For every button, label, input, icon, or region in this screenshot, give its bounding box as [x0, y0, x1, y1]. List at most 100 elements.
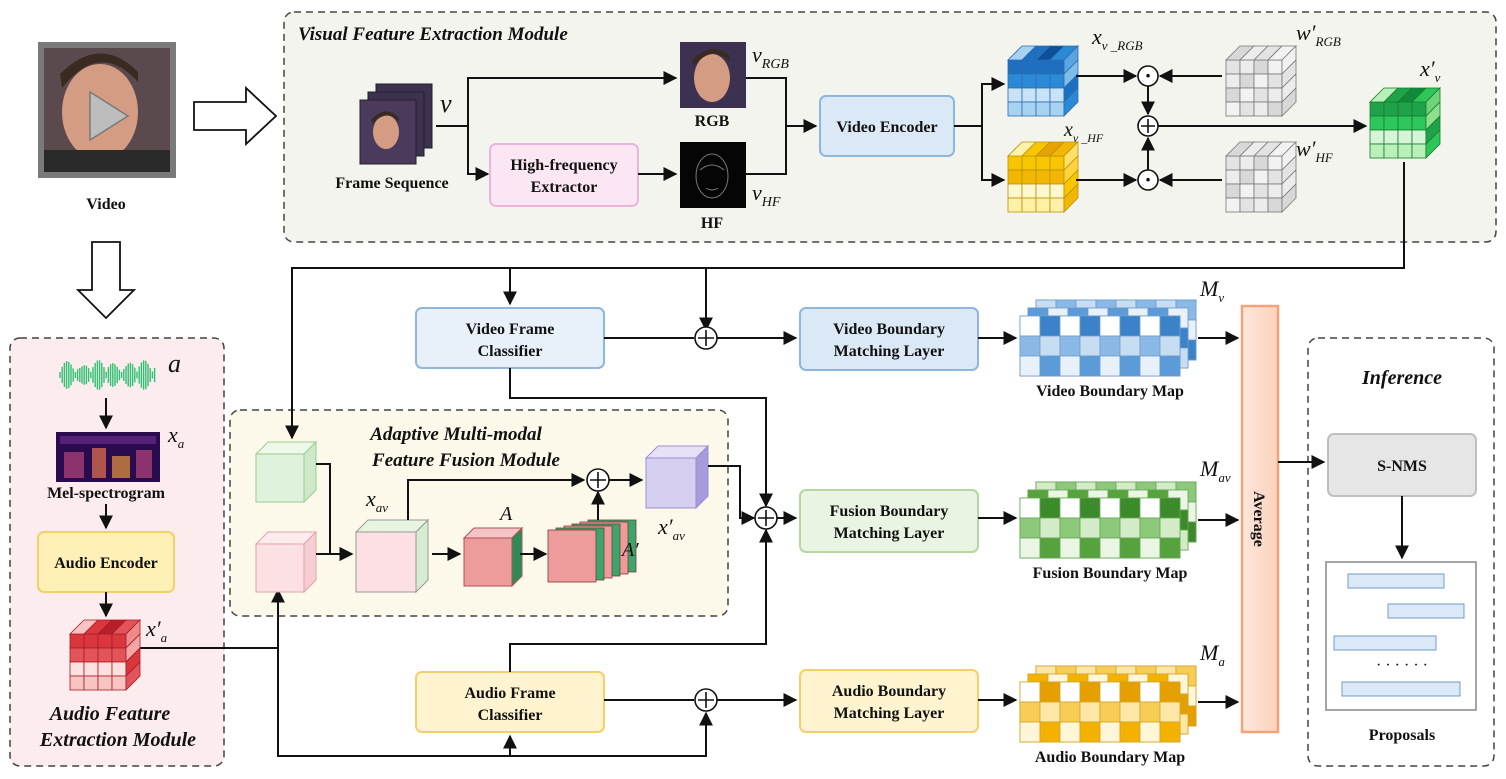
- x-av-prime-symbol: x′av: [657, 514, 685, 543]
- proposals-ellipsis: · · · · · ·: [1376, 657, 1428, 674]
- cube-side-cell: [1281, 87, 1297, 117]
- map-cell: [1099, 517, 1121, 539]
- cube-cell: [97, 661, 113, 677]
- cube-cell: [1007, 169, 1023, 185]
- cube-cell: [1225, 197, 1241, 213]
- cube-cell: [1049, 183, 1065, 199]
- map-cell: [1019, 315, 1041, 337]
- map-cell: [1139, 315, 1161, 337]
- map-cell: [1119, 335, 1141, 357]
- cube-cell: [1411, 115, 1427, 131]
- arrow-audio-classifier-to-fusion-plus: [509, 528, 773, 672]
- map-cell: [1079, 355, 1101, 377]
- map-cell: [1159, 517, 1181, 539]
- arrow-xav-to-fusion-plus: [407, 473, 586, 520]
- cube-cell: [1253, 101, 1269, 117]
- cube-cell: [1035, 197, 1051, 213]
- hf-label: HF: [701, 215, 723, 232]
- map-cell: [1139, 355, 1161, 377]
- map-cell: [1139, 537, 1161, 559]
- xav-cube-side: [415, 518, 429, 594]
- cube-cell: [1267, 183, 1283, 199]
- cube-cell: [1225, 101, 1241, 117]
- video-label: Video: [86, 196, 125, 213]
- map-cell: [1099, 497, 1121, 519]
- fusion-matching-line1: Fusion Boundary: [830, 503, 949, 520]
- audio-matching-line1: Audio Boundary: [832, 683, 946, 700]
- green-cube-side: [303, 440, 317, 504]
- cube-cell: [1369, 143, 1385, 159]
- cube-cell: [1021, 59, 1037, 75]
- audio-boundary-map-label: Audio Boundary Map: [1035, 749, 1185, 766]
- cube-cell: [1049, 197, 1065, 213]
- w-hf-symbol: w′HF: [1296, 136, 1334, 165]
- arrow-xav-prime-to-fusion-plus: [708, 465, 756, 525]
- play-icon: [89, 90, 130, 142]
- cube-cell: [1253, 169, 1269, 185]
- cube-cell: [97, 633, 113, 649]
- map-cell: [1039, 681, 1061, 703]
- map-cell: [1119, 355, 1141, 377]
- x-a-prime-cube: [69, 619, 141, 691]
- cube-cell: [1397, 143, 1413, 159]
- map-cell: [1159, 497, 1181, 519]
- cube-cell: [1253, 155, 1269, 171]
- map-cell: [1079, 537, 1101, 559]
- x-v-prime-symbol: x′v: [1419, 56, 1441, 85]
- cube-cell: [1383, 101, 1399, 117]
- map-cell: [1159, 681, 1181, 703]
- cube-cell: [97, 647, 113, 663]
- cube-cell: [1239, 101, 1255, 117]
- cube-cell: [1397, 115, 1413, 131]
- arrow-to-rgb: [467, 71, 678, 126]
- cube-cell: [1035, 169, 1051, 185]
- x-v-hf-cube: [1007, 141, 1079, 213]
- plus-glyph-fusion: [758, 510, 774, 526]
- cube-cell: [1035, 87, 1051, 103]
- map-cell: [1159, 315, 1181, 337]
- cube-cell: [111, 633, 127, 649]
- cube-cell: [111, 675, 127, 691]
- cube-cell: [1035, 155, 1051, 171]
- cube-cell: [1007, 155, 1023, 171]
- map-cell: [1039, 355, 1061, 377]
- cube-cell: [1253, 87, 1269, 103]
- frame-sequence-stack: [359, 83, 433, 165]
- audio-module-title-line1: Audio Feature: [48, 703, 171, 725]
- cube-cell: [1021, 183, 1037, 199]
- cube-cell: [111, 647, 127, 663]
- cube-cell: [1225, 155, 1241, 171]
- proposal-bar: [1341, 681, 1461, 697]
- xav-cube-front: [355, 531, 417, 593]
- arrow-to-x-rgb: [981, 77, 1006, 126]
- map-cell: [1159, 335, 1181, 357]
- map-cell: [1059, 497, 1081, 519]
- map-cell: [1079, 517, 1101, 539]
- fusion-boundary-map: [1019, 481, 1197, 559]
- cube-cell: [1007, 101, 1023, 117]
- cube-cell: [1049, 73, 1065, 89]
- cube-cell: [1267, 73, 1283, 89]
- map-cell: [1079, 335, 1101, 357]
- map-cell: [1159, 701, 1181, 723]
- a-cube-front: [463, 537, 513, 587]
- cube-cell: [1225, 59, 1241, 75]
- map-cell: [1099, 681, 1121, 703]
- cube-cell: [1049, 87, 1065, 103]
- fusion-module-title-line2: Feature Fusion Module: [371, 450, 560, 471]
- fusion-module-title-line1: Adaptive Multi-modal: [369, 424, 542, 445]
- cube-side-cell: [1425, 129, 1441, 159]
- map-cell: [1059, 537, 1081, 559]
- cube-cell: [69, 675, 85, 691]
- dot-symbol-rgb: ·: [1144, 63, 1151, 88]
- cube-side-cell: [1063, 183, 1079, 213]
- map-cell: [1139, 517, 1161, 539]
- inference-title: Inference: [1361, 367, 1442, 389]
- a-prime-slice: [547, 529, 597, 583]
- map-cell: [1039, 537, 1061, 559]
- pink-cube-front: [255, 543, 305, 593]
- x-av-symbol: xav: [365, 486, 388, 515]
- map-cell: [1119, 537, 1141, 559]
- video-boundary-map: [1019, 299, 1197, 377]
- cube-cell: [1239, 73, 1255, 89]
